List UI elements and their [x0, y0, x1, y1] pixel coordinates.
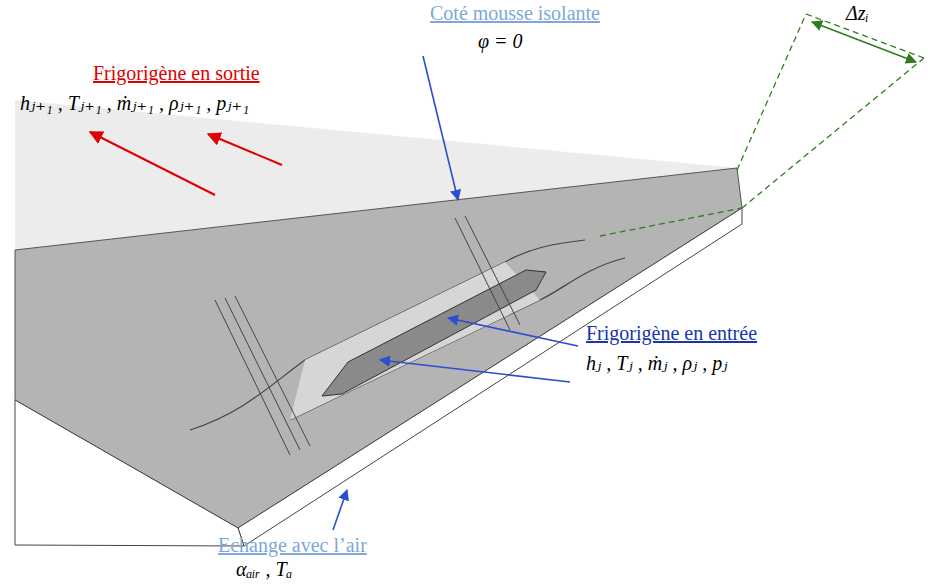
dashed-line	[737, 14, 806, 170]
state-variables: hⱼ₊₁ , Tⱼ₊₁ , ṁⱼ₊₁ , ρⱼ₊₁ , pⱼ₊₁	[20, 92, 249, 114]
annotation-title: Frigorigène en entrée	[586, 322, 757, 344]
channel-bulge-edge	[190, 240, 585, 430]
dashed-line	[600, 208, 742, 236]
section-dashed-lines	[600, 14, 924, 236]
leader-arrow	[380, 360, 570, 382]
groove-lines	[215, 216, 520, 455]
leader-arrow	[333, 490, 347, 530]
annotation-title: Echange avec l’air	[218, 534, 367, 556]
plate-end-face	[15, 400, 244, 546]
dimension-label: Δzᵢ	[846, 2, 869, 24]
groove-line	[215, 300, 290, 455]
groove-line	[465, 216, 520, 325]
exchange-variables: αₐᵢᵣ , Tₐ	[236, 558, 292, 580]
dashed-line	[742, 58, 924, 208]
annotation-title: Coté mousse isolante	[430, 2, 600, 24]
flow-arrow	[90, 132, 215, 195]
plate-front-face	[238, 208, 742, 546]
leader-arrow	[423, 56, 458, 200]
channel-bulge-edge	[290, 258, 625, 420]
leader-arrow	[448, 318, 578, 346]
annotation-title: Frigorigène en sortie	[93, 62, 260, 84]
state-variables: hⱼ , Tⱼ , ṁⱼ , ρⱼ , pⱼ	[586, 352, 728, 374]
flow-arrow	[208, 134, 282, 165]
groove-line	[225, 298, 300, 450]
groove-line	[235, 296, 310, 446]
dimension-arrow	[812, 22, 916, 62]
boundary-condition: φ = 0	[478, 30, 523, 52]
groove-line	[455, 218, 510, 330]
channel-opening	[322, 270, 546, 396]
